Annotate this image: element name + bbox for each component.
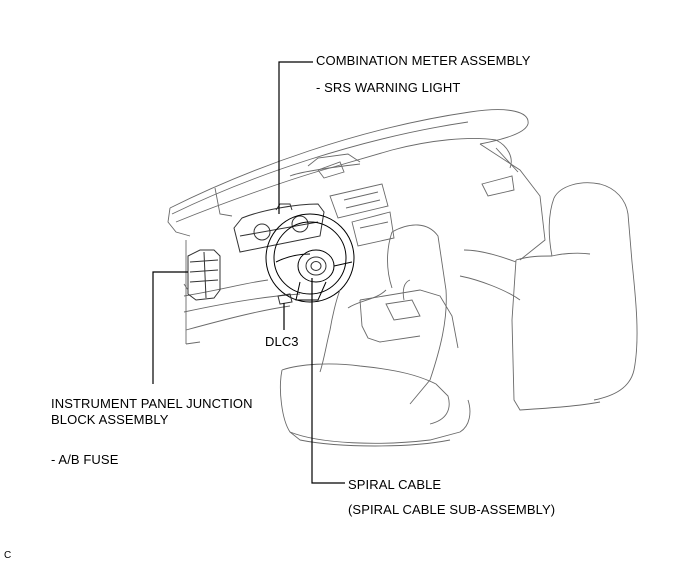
dlc3-connector-shape [277,293,293,305]
leader-spiral-cable [311,278,345,484]
label-spiral-cable-sub: (SPIRAL CABLE SUB-ASSEMBLY) [348,502,556,517]
label-dlc3: DLC3 [265,334,299,349]
label-combination-meter: COMBINATION METER ASSEMBLY [316,53,531,68]
label-instrument-panel-line2: BLOCK ASSEMBLY [51,412,169,427]
label-ab-fuse: - A/B FUSE [51,452,119,467]
dashboard-outline [167,109,546,345]
steering-wheel-shape [265,213,355,303]
figure-code: C [4,550,12,561]
junction-block-shape [183,249,221,301]
label-instrument-panel-line1: INSTRUMENT PANEL JUNCTION [51,396,253,411]
leader-combination-meter [278,61,313,214]
seats-outline [280,182,638,447]
label-srs-warning-light: - SRS WARNING LIGHT [316,80,461,95]
leader-lines [152,61,345,484]
leader-junction-block [152,271,188,384]
combination-meter-shape [233,203,325,253]
label-spiral-cable: SPIRAL CABLE [348,477,442,492]
